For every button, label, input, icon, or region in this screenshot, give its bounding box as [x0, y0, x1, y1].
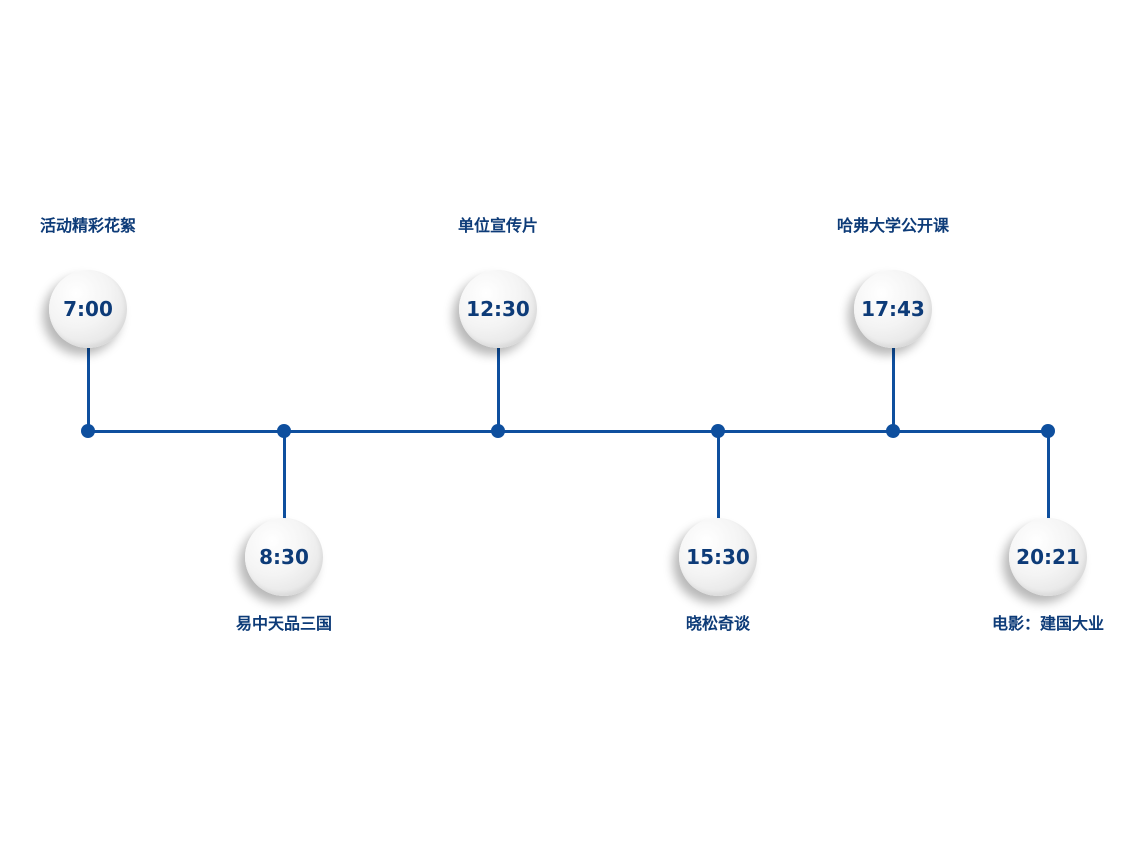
- event-label-4: 晓松奇谈: [685, 614, 750, 633]
- timeline-axis: [88, 430, 1048, 433]
- event-label-2: 易中天品三国: [235, 614, 332, 633]
- time-bubble-2: 8:30: [245, 518, 323, 596]
- connector-6: [1047, 431, 1050, 520]
- time-text-6: 20:21: [1016, 545, 1080, 569]
- time-text-2: 8:30: [259, 545, 309, 569]
- time-bubble-6: 20:21: [1009, 518, 1087, 596]
- time-bubble-1: 7:00: [49, 270, 127, 348]
- time-bubble-4: 15:30: [679, 518, 757, 596]
- connector-5: [892, 348, 895, 432]
- time-text-4: 15:30: [686, 545, 750, 569]
- connector-1: [87, 348, 90, 432]
- event-label-3: 单位宣传片: [457, 216, 538, 235]
- connector-4: [717, 431, 720, 520]
- event-label-6: 电影：建国大业: [991, 614, 1104, 633]
- event-label-5: 哈弗大学公开课: [836, 216, 949, 235]
- time-bubble-5: 17:43: [854, 270, 932, 348]
- time-text-1: 7:00: [63, 297, 113, 321]
- time-bubble-3: 12:30: [459, 270, 537, 348]
- time-text-5: 17:43: [861, 297, 925, 321]
- event-label-1: 活动精彩花絮: [39, 216, 136, 235]
- connector-3: [497, 348, 500, 432]
- time-text-3: 12:30: [466, 297, 530, 321]
- connector-2: [283, 431, 286, 520]
